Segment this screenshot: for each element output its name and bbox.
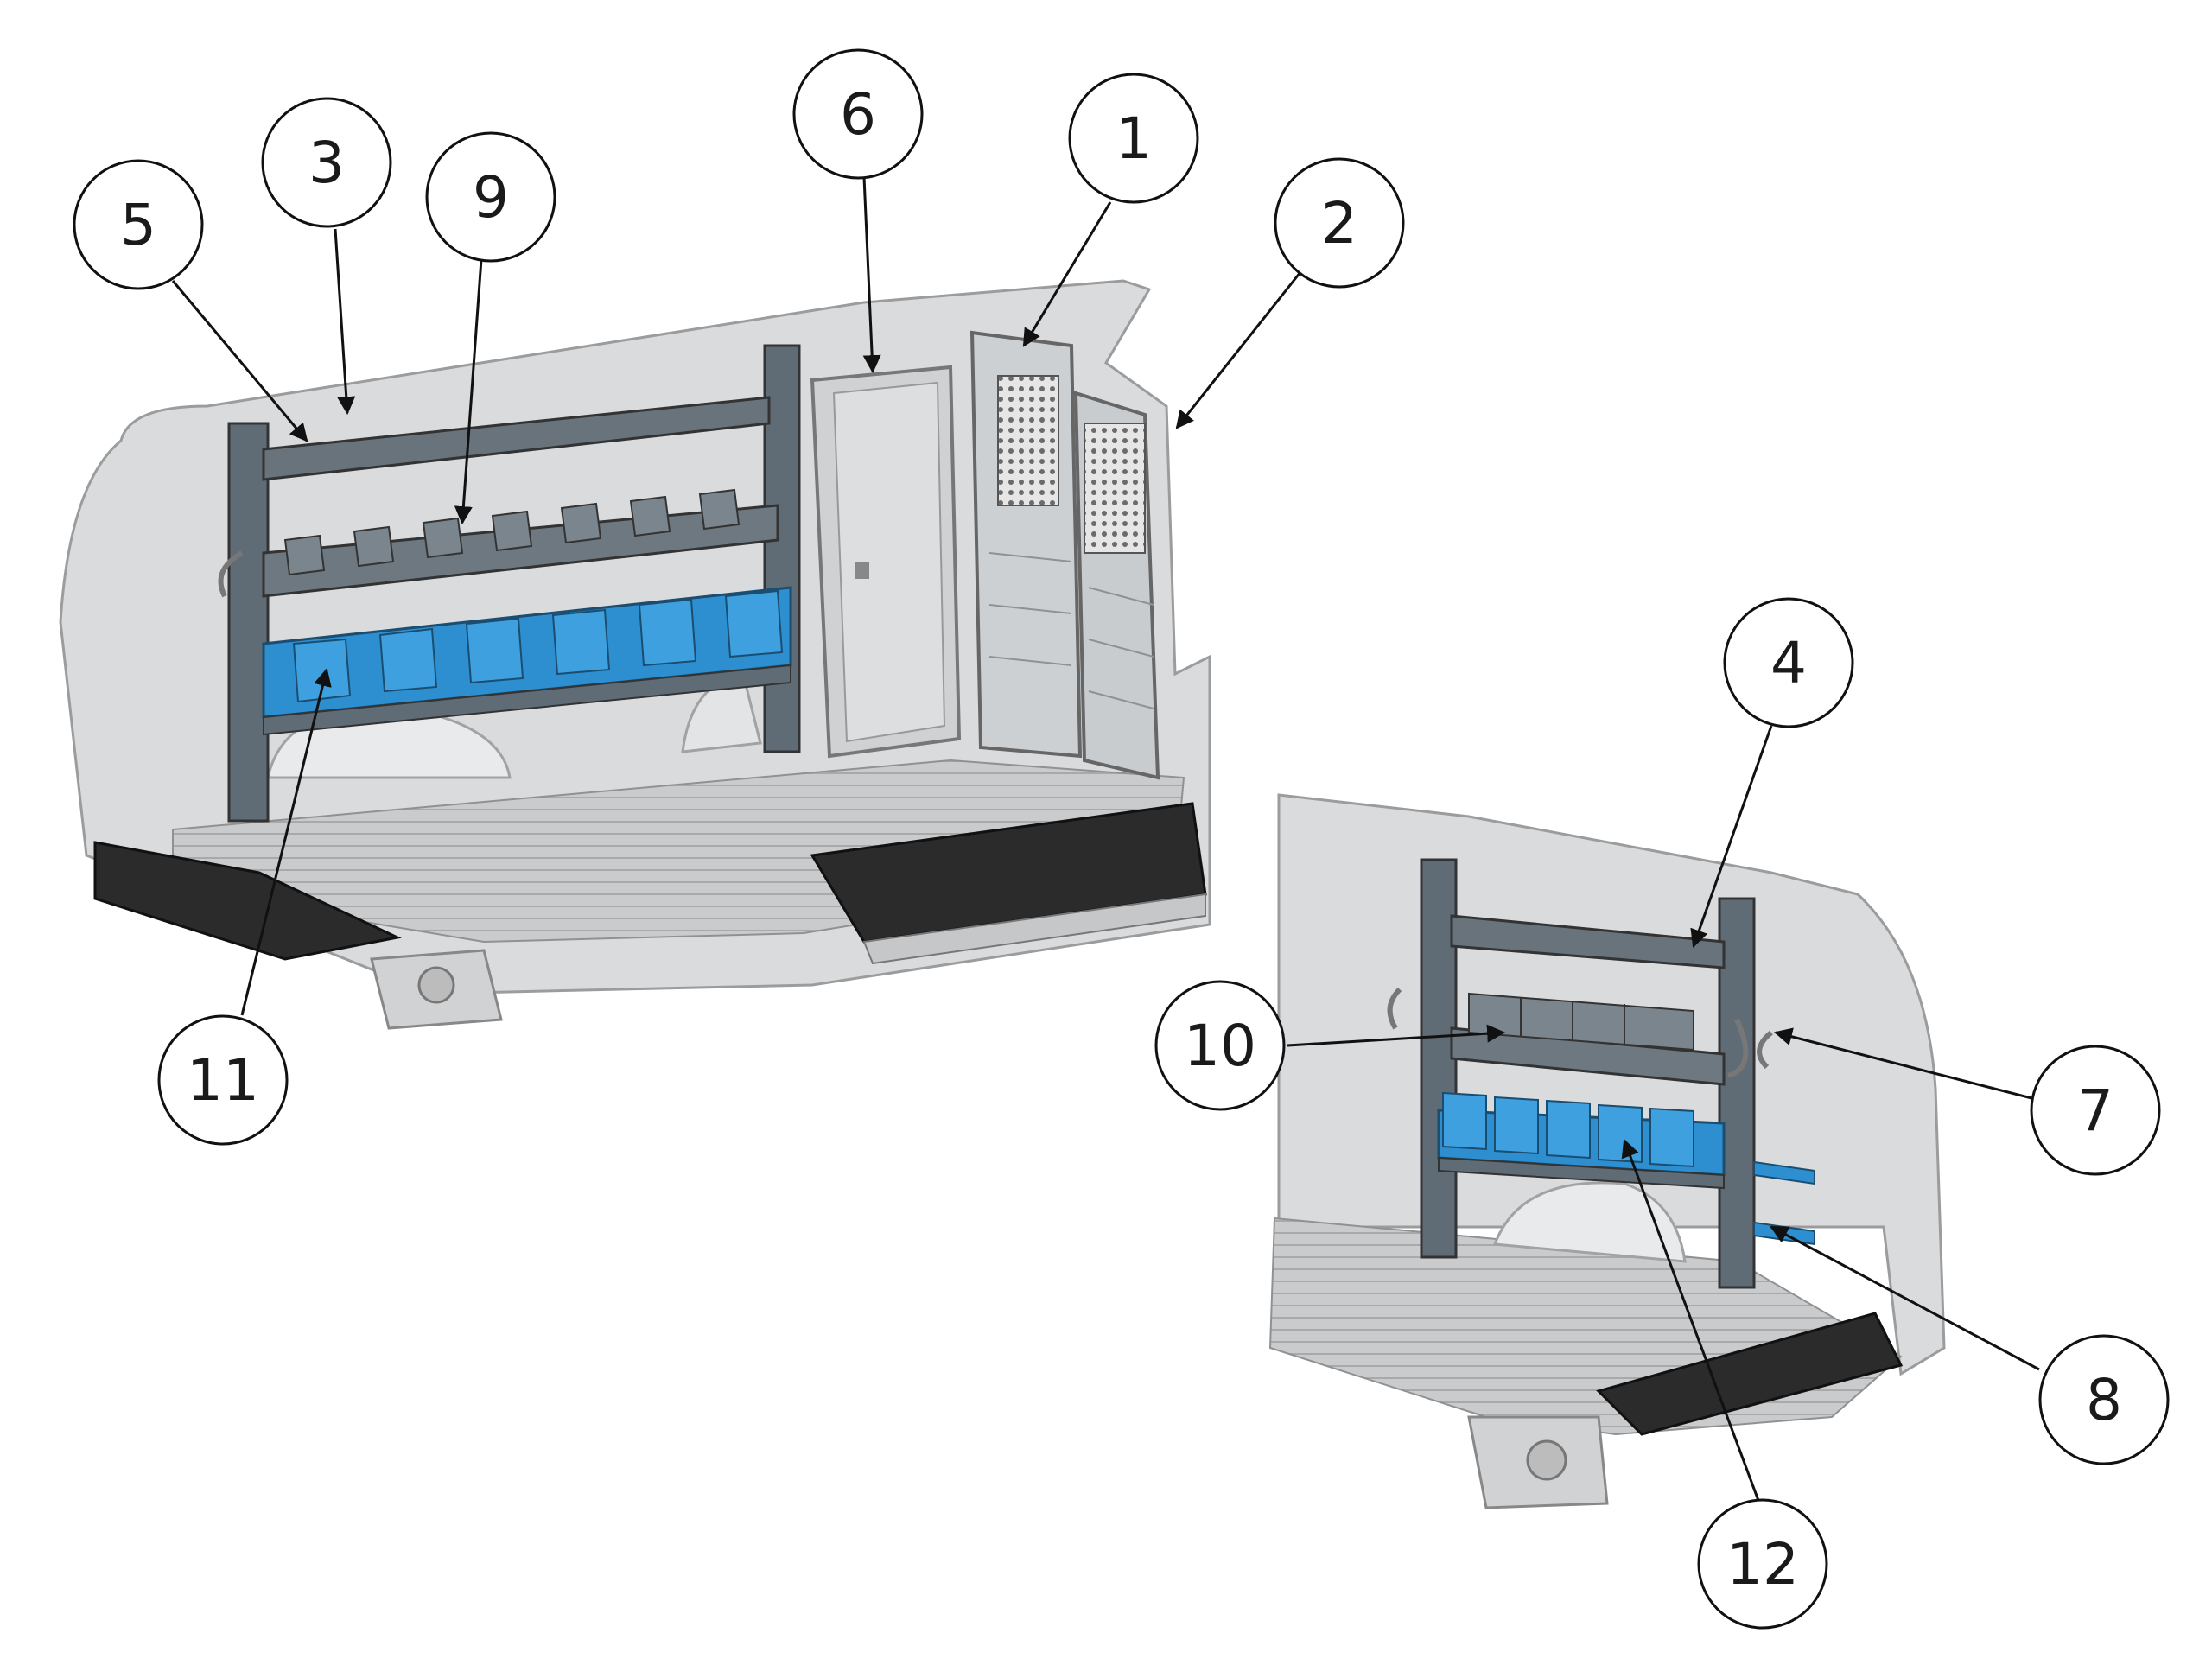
callout-8: 8 bbox=[2038, 1334, 2170, 1465]
leader-line-3 bbox=[334, 228, 356, 416]
callout-7: 7 bbox=[2030, 1045, 2161, 1176]
bulkhead-partition bbox=[969, 330, 1160, 780]
van-rear-view bbox=[1268, 793, 1946, 1509]
shelf-top bbox=[1450, 914, 1726, 969]
partition-mesh-window bbox=[997, 375, 1059, 506]
rack-hook bbox=[1726, 1018, 1749, 1078]
callout-9: 9 bbox=[425, 131, 556, 263]
rack-upright bbox=[227, 422, 270, 823]
leader-line-2 bbox=[1175, 271, 1302, 429]
callout-11: 11 bbox=[157, 1014, 289, 1146]
callout-12: 12 bbox=[1697, 1498, 1828, 1630]
leader-line-12 bbox=[1621, 1139, 1764, 1513]
shelf-dividers bbox=[1468, 992, 1694, 1052]
rear-step bbox=[1596, 1312, 1904, 1436]
callout-label: 8 bbox=[2086, 1367, 2122, 1433]
callout-5: 5 bbox=[73, 159, 204, 290]
mounting-bracket bbox=[1753, 1160, 1815, 1185]
rack-upright bbox=[1420, 858, 1458, 1259]
shelving-unit-side bbox=[218, 344, 801, 823]
callout-label: 12 bbox=[1726, 1531, 1799, 1598]
callout-label: 6 bbox=[840, 81, 876, 148]
callout-label: 1 bbox=[1116, 105, 1152, 172]
leader-lines bbox=[171, 176, 2040, 1513]
shelving-unit-rear bbox=[1387, 858, 1815, 1289]
callout-label: 3 bbox=[308, 130, 345, 196]
callout-3: 3 bbox=[261, 97, 392, 228]
shelf-dividers bbox=[283, 488, 741, 576]
leader-line-8 bbox=[1770, 1225, 2040, 1371]
callout-label: 5 bbox=[120, 192, 156, 258]
leader-line-9 bbox=[454, 258, 483, 525]
callouts: 1 2 3 4 5 6 7 8 bbox=[73, 48, 2170, 1630]
leader-line-7 bbox=[1773, 1027, 2036, 1101]
rack-upright bbox=[1718, 897, 1756, 1289]
callout-label: 11 bbox=[187, 1047, 259, 1114]
rear-step bbox=[93, 841, 402, 961]
leader-line-4 bbox=[1690, 725, 1773, 948]
callout-1: 1 bbox=[1068, 73, 1199, 204]
rack-hook bbox=[1387, 987, 1402, 1030]
rack-hook bbox=[218, 550, 244, 598]
callout-label: 2 bbox=[1321, 190, 1357, 257]
callout-label: 9 bbox=[473, 164, 509, 231]
leader-line-5 bbox=[171, 280, 308, 442]
van-side-view bbox=[59, 279, 1211, 1030]
parts-bins bbox=[1442, 1091, 1694, 1168]
partition-mesh-window bbox=[1084, 423, 1146, 554]
callout-label: 10 bbox=[1184, 1013, 1256, 1079]
leader-line-6 bbox=[862, 176, 881, 374]
leader-line-1 bbox=[1022, 201, 1112, 347]
rack-hook bbox=[1757, 1030, 1773, 1070]
callout-label: 7 bbox=[2077, 1077, 2113, 1144]
callout-4: 4 bbox=[1723, 597, 1854, 728]
callout-10: 10 bbox=[1154, 980, 1286, 1111]
callout-label: 4 bbox=[1770, 630, 1807, 696]
shelf-top bbox=[262, 396, 771, 481]
leader-line-10 bbox=[1287, 1024, 1506, 1047]
leader-line-11 bbox=[240, 667, 332, 1016]
storage-cabinet bbox=[810, 365, 962, 759]
callout-2: 2 bbox=[1274, 157, 1405, 289]
wheel-well bbox=[1492, 1181, 1687, 1263]
callout-6: 6 bbox=[792, 48, 924, 180]
